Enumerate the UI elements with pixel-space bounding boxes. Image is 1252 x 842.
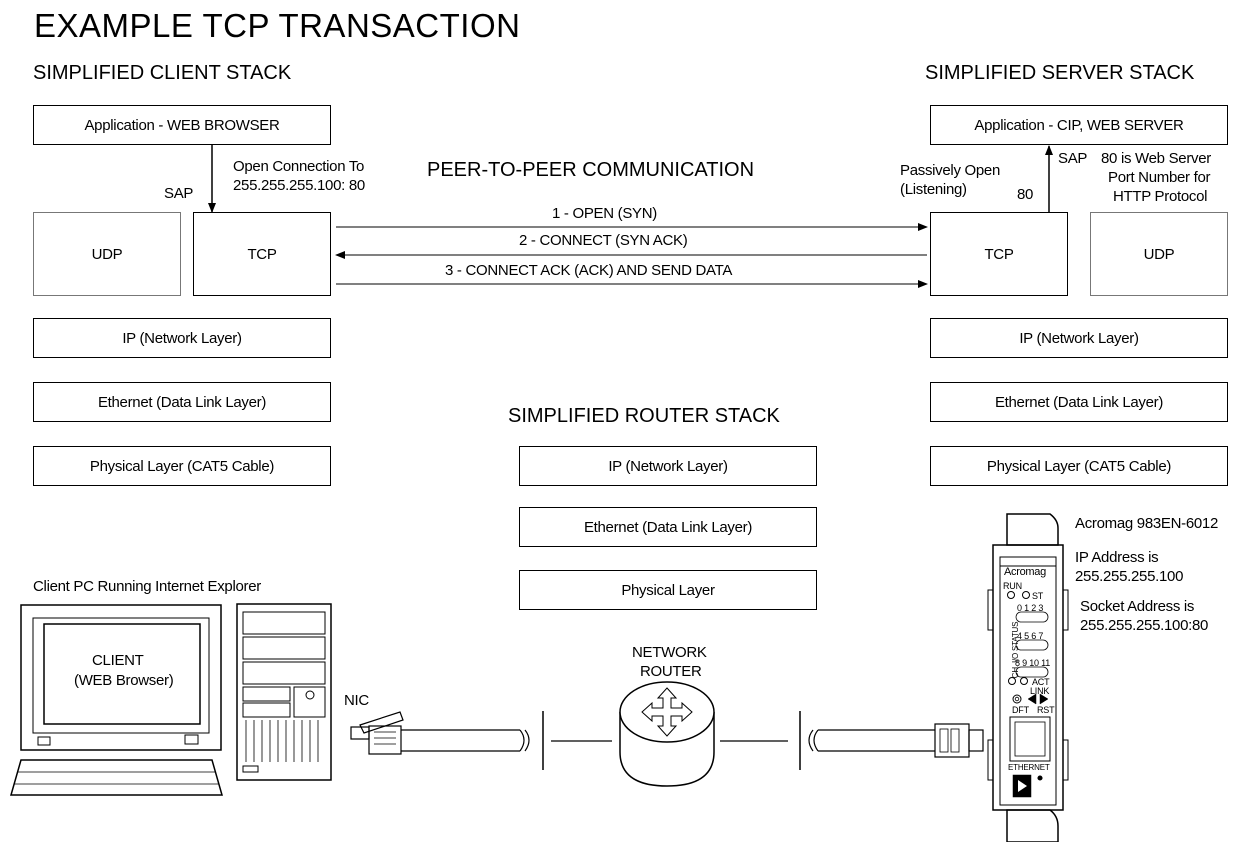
device-ip-line2: 255.255.255.100	[1075, 568, 1184, 585]
client-sap-label: SAP	[164, 185, 194, 202]
monitor-icon	[10, 604, 223, 796]
client-screen-line2: (WEB Browser)	[74, 672, 174, 689]
device-socket-line2: 255.255.255.100:80	[1080, 617, 1209, 634]
router-stack-heading: SIMPLIFIED ROUTER STACK	[508, 405, 780, 427]
tower-icon	[236, 603, 332, 781]
step2-label: 2 - CONNECT (SYN ACK)	[519, 232, 688, 249]
port-note-line3: HTTP Protocol	[1113, 188, 1208, 205]
router-label-line2: ROUTER	[640, 663, 702, 680]
device-act-label: ACT	[1032, 677, 1050, 687]
server-tcp-box: TCP	[930, 212, 1068, 296]
page-title: EXAMPLE TCP TRANSACTION	[34, 7, 521, 44]
client-ip-box: IP (Network Layer)	[33, 318, 331, 358]
device-link-label: LINK	[1030, 686, 1050, 696]
acromag-device-icon	[987, 513, 1069, 842]
router-physical-box: Physical Layer	[519, 570, 817, 610]
router-ip-box: IP (Network Layer)	[519, 446, 817, 486]
port-note-line1: 80 is Web Server	[1101, 150, 1211, 167]
server-physical-box: Physical Layer (CAT5 Cable)	[930, 446, 1228, 486]
device-ch-row3: 8 9 10 11	[1015, 658, 1051, 668]
router-icon	[619, 681, 715, 787]
port-note-line2: Port Number for	[1108, 169, 1211, 186]
client-tcp-box: TCP	[193, 212, 331, 296]
nic-label: NIC	[344, 692, 369, 709]
device-run-label: RUN	[1003, 581, 1022, 591]
open-connection-line2: 255.255.255.100: 80	[233, 177, 365, 194]
device-st-label: ST	[1032, 591, 1044, 601]
open-connection-line1: Open Connection To	[233, 158, 365, 175]
device-ch-row1: 0 1 2 3	[1017, 603, 1044, 613]
server-application-box: Application - CIP, WEB SERVER	[930, 105, 1228, 145]
device-ch-row2: 4 5 6 7	[1017, 631, 1044, 641]
client-udp-box: UDP	[33, 212, 181, 296]
router-label-line1: NETWORK	[632, 644, 707, 661]
server-sap-label: SAP	[1058, 150, 1088, 167]
client-application-box: Application - WEB BROWSER	[33, 105, 331, 145]
client-physical-box: Physical Layer (CAT5 Cable)	[33, 446, 331, 486]
client-ethernet-box: Ethernet (Data Link Layer)	[33, 382, 331, 422]
step3-label: 3 - CONNECT ACK (ACK) AND SEND DATA	[445, 262, 733, 279]
device-dft-label: DFT	[1012, 705, 1029, 715]
server-ethernet-box: Ethernet (Data Link Layer)	[930, 382, 1228, 422]
server-stack-heading: SIMPLIFIED SERVER STACK	[925, 62, 1195, 84]
client-screen-line1: CLIENT	[92, 652, 144, 669]
router-ethernet-box: Ethernet (Data Link Layer)	[519, 507, 817, 547]
step1-label: 1 - OPEN (SYN)	[552, 205, 657, 222]
passive-open-line2: (Listening)	[900, 181, 967, 198]
device-model-label: Acromag 983EN-6012	[1075, 515, 1219, 532]
device-ch-io-status: CH. I/O STATUS	[1011, 621, 1020, 679]
server-udp-box: UDP	[1090, 212, 1228, 296]
device-socket-line1: Socket Address is	[1080, 598, 1195, 615]
device-brand: Acromag	[1004, 566, 1046, 578]
rj45-plug-left-icon	[350, 711, 612, 770]
client-pc-caption: Client PC Running Internet Explorer	[33, 578, 261, 595]
server-ip-box: IP (Network Layer)	[930, 318, 1228, 358]
client-stack-heading: SIMPLIFIED CLIENT STACK	[33, 62, 292, 84]
passive-open-line1: Passively Open	[900, 162, 1001, 179]
peer-heading: PEER-TO-PEER COMMUNICATION	[427, 159, 755, 181]
device-ethernet-label: ETHERNET	[1008, 763, 1050, 772]
device-rst-label: RST	[1037, 705, 1055, 715]
device-ip-line1: IP Address is	[1075, 549, 1159, 566]
server-port-label: 80	[1017, 186, 1034, 203]
rj45-plug-right-icon	[720, 711, 984, 770]
